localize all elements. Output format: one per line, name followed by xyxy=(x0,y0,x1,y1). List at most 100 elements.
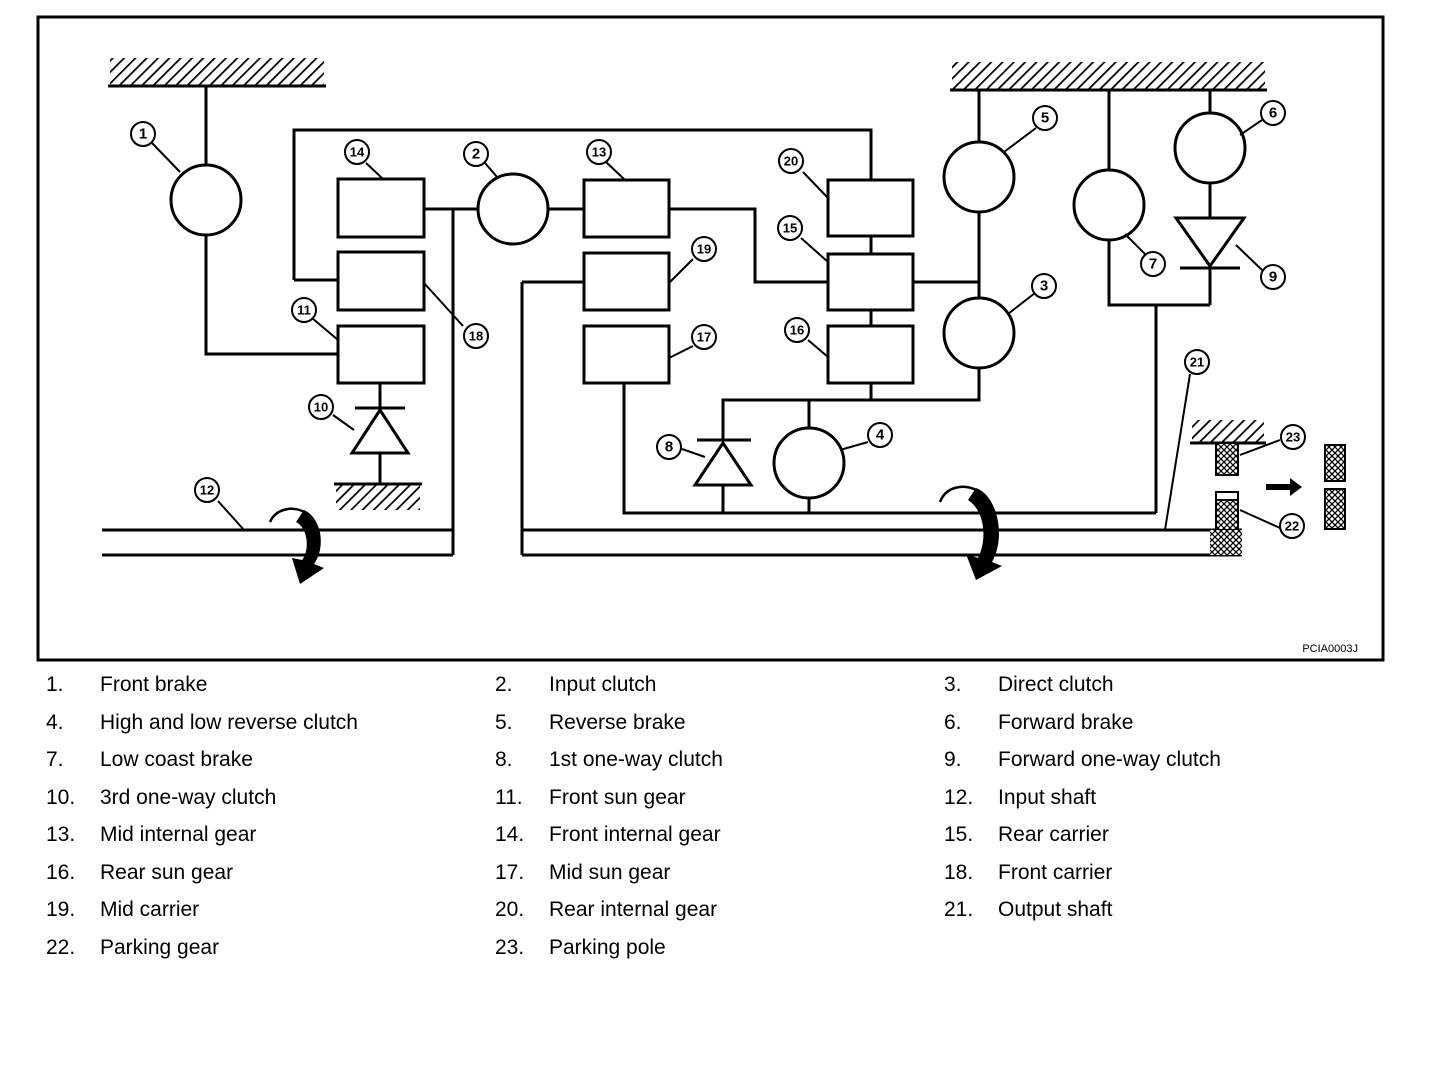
svg-text:18: 18 xyxy=(469,329,483,344)
legend-number: 2. xyxy=(495,673,513,696)
svg-text:22: 22 xyxy=(1285,519,1299,534)
svg-text:4: 4 xyxy=(876,427,885,444)
legend-label: Rear internal gear xyxy=(549,898,718,921)
front-brake xyxy=(169,163,243,237)
legend-number: 5. xyxy=(495,710,513,734)
callout-14: 14 xyxy=(344,139,370,165)
callout-17: 17 xyxy=(691,324,717,350)
legend-label: Front internal gear xyxy=(549,823,721,846)
legend-number: 10. xyxy=(46,785,76,809)
svg-text:12: 12 xyxy=(200,483,214,498)
low-coast-brake xyxy=(1072,168,1146,242)
input-clutch xyxy=(476,172,550,246)
callout-4: 4 xyxy=(867,422,893,448)
legend-label: Front sun gear xyxy=(549,785,686,809)
legend-number: 13. xyxy=(46,823,76,846)
callout-12: 12 xyxy=(194,477,220,503)
legend-label: Front carrier xyxy=(998,860,1113,884)
legend-number: 17. xyxy=(495,860,525,884)
callout-8: 8 xyxy=(656,434,682,460)
legend-label: Mid carrier xyxy=(100,898,200,921)
legend-number: 4. xyxy=(46,710,64,734)
rotation-arrow-icon xyxy=(268,507,324,584)
legend-number: 19. xyxy=(46,898,76,921)
svg-text:13: 13 xyxy=(592,145,606,160)
legend-label: Input clutch xyxy=(549,673,657,696)
callout-11: 11 xyxy=(291,297,317,323)
legend-label: 3rd one-way clutch xyxy=(100,785,277,809)
legend-label: Parking gear xyxy=(100,935,220,959)
svg-text:17: 17 xyxy=(697,330,711,345)
diagram-frame xyxy=(36,15,1385,662)
legend-number: 14. xyxy=(495,823,525,846)
legend-label: Input shaft xyxy=(998,785,1097,809)
ground-hatch xyxy=(336,484,420,510)
svg-text:23: 23 xyxy=(1286,430,1300,445)
callout-21: 21 xyxy=(1184,349,1210,375)
svg-text:10: 10 xyxy=(314,400,328,415)
connection-lines xyxy=(102,86,1242,557)
callout-13: 13 xyxy=(586,139,612,165)
mid-carrier xyxy=(582,251,671,312)
rear-sun-gear xyxy=(826,324,915,385)
legend-label: Parking pole xyxy=(549,935,666,959)
callout-10: 10 xyxy=(308,394,334,420)
legend-label: Front brake xyxy=(100,673,208,696)
callout-18: 18 xyxy=(463,323,489,349)
gear-train-schematic: 1 2 3 4 5 6 7 8 9 10 11 12 13 14 15 16 1… xyxy=(36,15,1385,662)
svg-text:11: 11 xyxy=(297,303,311,318)
direct-clutch xyxy=(942,296,1016,370)
svg-text:21: 21 xyxy=(1190,355,1204,370)
callout-6: 6 xyxy=(1260,100,1286,126)
legend-number: 20. xyxy=(495,898,525,921)
parking-mechanism xyxy=(1210,442,1346,555)
front-internal-gear xyxy=(336,177,426,239)
ground-hatch xyxy=(110,58,324,85)
legend-label: Mid internal gear xyxy=(100,823,257,846)
parking-arrow-icon xyxy=(1266,478,1302,496)
svg-text:3: 3 xyxy=(1040,278,1048,295)
legend-label: Reverse brake xyxy=(549,710,686,734)
rear-carrier xyxy=(826,252,915,312)
callout-16: 16 xyxy=(784,317,810,343)
ground-hatch xyxy=(1192,420,1264,442)
svg-text:19: 19 xyxy=(697,242,711,257)
callout-15: 15 xyxy=(777,215,803,241)
forward-brake xyxy=(1173,111,1247,185)
callout-1: 1 xyxy=(130,121,156,147)
svg-text:16: 16 xyxy=(790,323,804,338)
svg-text:6: 6 xyxy=(1269,105,1277,122)
svg-text:8: 8 xyxy=(665,439,673,456)
legend-number: 3. xyxy=(944,673,962,696)
legend-number: 9. xyxy=(944,748,962,771)
leader-lines xyxy=(151,119,1281,531)
high-low-reverse-clutch xyxy=(772,426,846,500)
callout-9: 9 xyxy=(1260,264,1286,290)
legend-label: High and low reverse clutch xyxy=(100,710,358,734)
legend-label: 1st one-way clutch xyxy=(549,748,723,771)
svg-text:2: 2 xyxy=(472,146,480,163)
legend-label: Rear carrier xyxy=(998,823,1109,846)
legend-number: 1. xyxy=(46,673,64,696)
callout-20: 20 xyxy=(778,148,804,174)
ground-hatch xyxy=(952,62,1265,89)
svg-text:1: 1 xyxy=(139,126,147,143)
legend-number: 16. xyxy=(46,860,76,884)
legend-label: Output shaft xyxy=(998,898,1113,921)
legend-label: Forward one-way clutch xyxy=(998,748,1221,771)
callout-3: 3 xyxy=(1031,273,1057,299)
legend-number: 7. xyxy=(46,748,64,771)
mid-sun-gear xyxy=(582,324,671,385)
legend-number: 23. xyxy=(495,935,525,959)
one-way-clutch-icons xyxy=(349,216,1247,487)
legend-number: 18. xyxy=(944,860,974,884)
front-sun-gear xyxy=(336,324,426,385)
reverse-brake xyxy=(942,140,1016,214)
legend-number: 11. xyxy=(495,785,523,809)
callout-7: 7 xyxy=(1140,251,1166,277)
component-shapes xyxy=(169,111,1247,500)
figure-code: PCIA0003J xyxy=(1302,643,1358,655)
legend-number: 6. xyxy=(944,710,962,734)
svg-text:9: 9 xyxy=(1269,269,1277,286)
